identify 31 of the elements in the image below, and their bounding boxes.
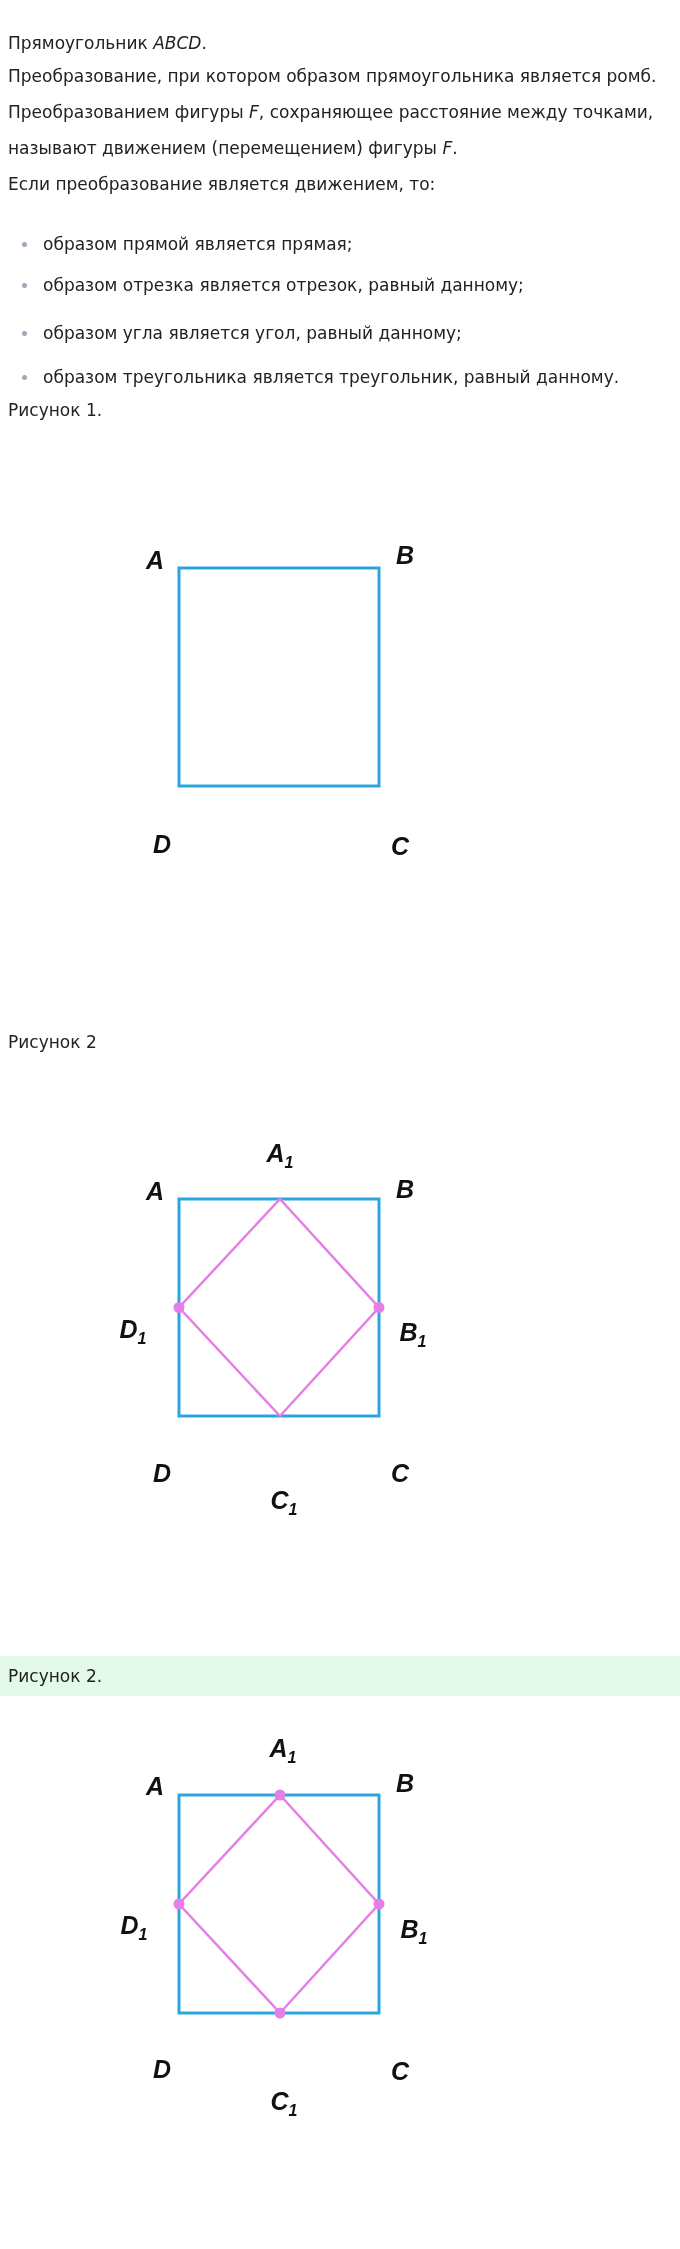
vertex-label: B$_{1}$ [399,1317,427,1351]
vertex-label: A [145,1771,165,1801]
figure-caption: Рисунок 2 [8,1031,98,1054]
vertex-label: A$_{1}$ [269,1733,297,1767]
paragraph: Преобразованием фигуры F, сохраняющее расстояние между точками, называют движением (перемещением) фигуры F. [8,101,655,160]
vertex-label: D [152,2054,172,2084]
text-line: Если преобразование является движением, то: [8,173,437,196]
list-item: образом треугольника является треугольник, равный данному. [8,359,668,395]
list-item: образом прямой является прямая; [8,226,668,262]
vertex-label: A$_{1}$ [266,1138,294,1172]
vertex-label: D [152,829,172,859]
list-item: образом отрезка является отрезок, равный данному; [8,267,668,303]
figure-caption: Рисунок 2. [0,1656,680,1696]
vertex-label: D$_{1}$ [120,1910,148,1944]
vertex-label: A [145,1176,165,1206]
vertex-label: D$_{1}$ [119,1314,147,1348]
figure-caption: Рисунок 1. [8,399,104,422]
vertex-label: B$_{1}$ [400,1914,428,1948]
vertex-label: C [390,1458,410,1488]
text-line: Прямоугольник ABCD. [8,32,208,55]
vertex-label: C$_{1}$ [270,1485,298,1519]
vertex-label: B [395,1768,415,1798]
vertex-label: B [395,1174,415,1204]
vertex-label: C [390,2056,410,2086]
vertex-label: C$_{1}$ [270,2086,298,2120]
vertex-label: C [390,831,410,861]
vertex-label: D [152,1458,172,1488]
text-line: Преобразование, при котором образом прямоугольника является ромб. [8,65,658,88]
list-item: образом угла является угол, равный данному; [8,315,668,351]
vertex-label: B [395,540,415,570]
vertex-label: A [145,545,165,575]
